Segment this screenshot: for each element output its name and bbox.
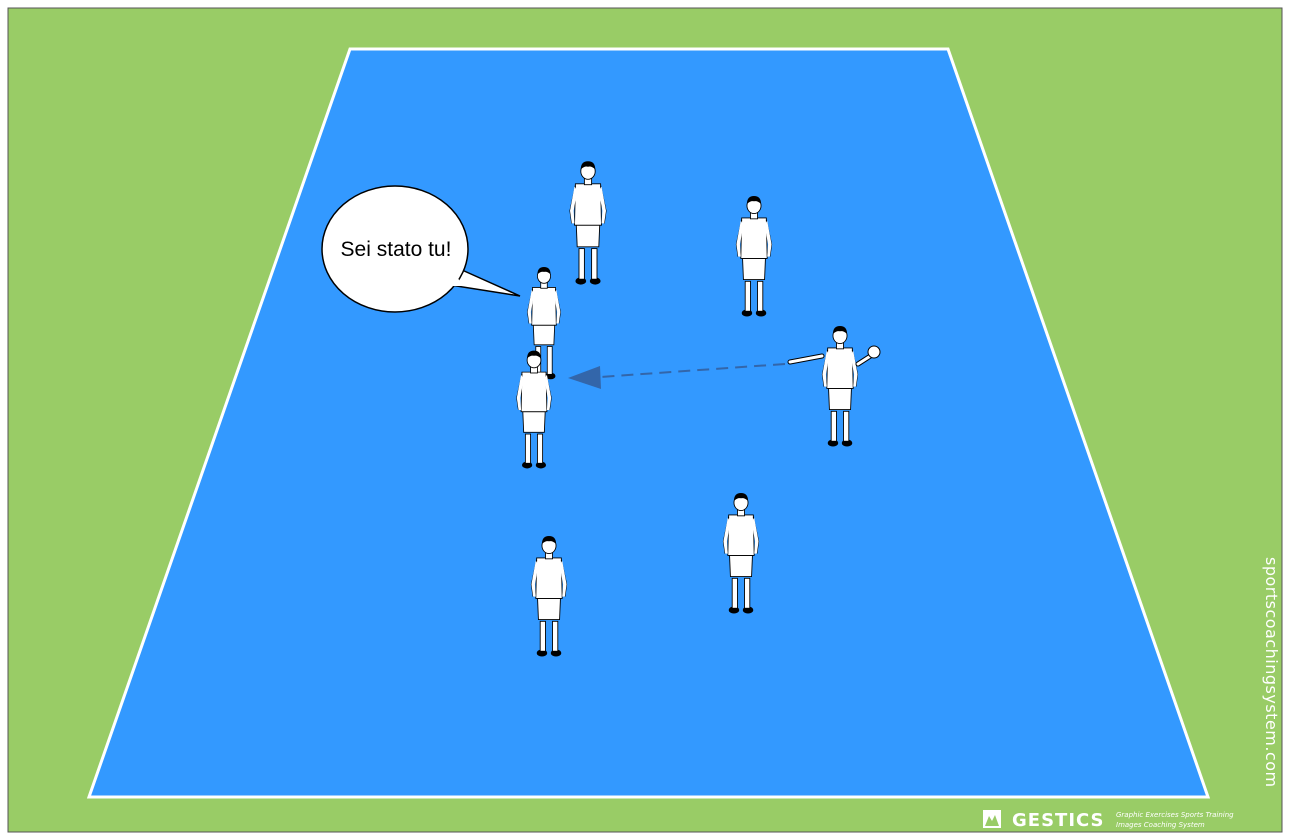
speech-bubble-text: Sei stato tu! (341, 238, 452, 261)
watermark-text: sportscoachingsystem.com (1262, 557, 1281, 788)
ball-icon (868, 346, 880, 358)
brand-name: GESTICS (1012, 810, 1105, 831)
brand-tagline-2: Images Coaching System (1116, 821, 1205, 829)
brand-tagline-1: Graphic Exercises Sports Training (1116, 811, 1234, 819)
